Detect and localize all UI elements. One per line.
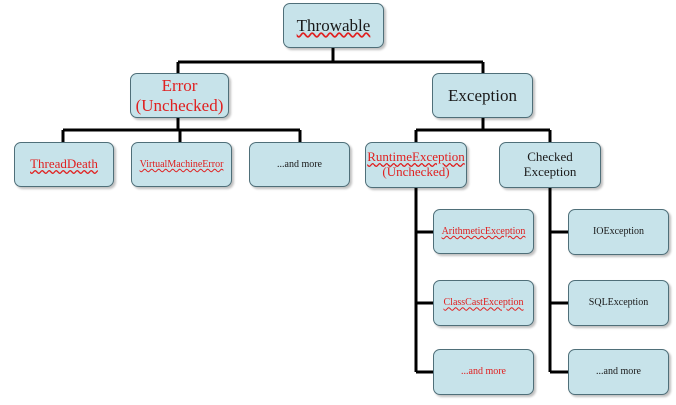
node-checked-exception-line1: Checked bbox=[527, 149, 573, 165]
node-class-cast-exception: ClassCastException bbox=[433, 280, 534, 326]
node-checked-and-more-label: ...and more bbox=[596, 366, 641, 378]
node-thread-death-label: ThreadDeath bbox=[30, 156, 98, 172]
node-io-exception: IOException bbox=[568, 209, 669, 255]
node-runtime-and-more-label: ...and more bbox=[461, 366, 506, 378]
node-throwable: Throwable bbox=[283, 3, 384, 48]
node-checked-exception-line2: Exception bbox=[523, 164, 577, 179]
node-runtime-exception-line2: (Unchecked) bbox=[382, 164, 450, 179]
node-io-exception-label: IOException bbox=[592, 226, 645, 238]
node-runtime-exception-line1: RuntimeException bbox=[367, 149, 465, 165]
node-error-line2: (Unchecked) bbox=[135, 95, 224, 115]
node-virtual-machine-error-label: VirtualMachineError bbox=[139, 158, 224, 170]
node-class-cast-exception-label: ClassCastException bbox=[443, 297, 524, 309]
node-exception: Exception bbox=[432, 73, 533, 118]
node-thread-death: ThreadDeath bbox=[14, 142, 114, 187]
node-runtime-and-more: ...and more bbox=[433, 349, 534, 395]
node-error-line1: Error bbox=[161, 75, 198, 95]
node-runtime-exception: RuntimeException (Unchecked) bbox=[365, 142, 467, 188]
node-arithmetic-exception-label: ArithmeticException bbox=[441, 225, 526, 237]
node-error-and-more-label: ...and more bbox=[277, 158, 322, 170]
node-error: Error (Unchecked) bbox=[130, 73, 229, 118]
node-sql-exception: SQLException bbox=[568, 280, 669, 326]
node-checked-exception: Checked Exception bbox=[499, 142, 601, 188]
node-sql-exception-label: SQLException bbox=[588, 297, 649, 309]
node-virtual-machine-error: VirtualMachineError bbox=[131, 142, 232, 187]
node-checked-and-more: ...and more bbox=[568, 349, 669, 395]
node-exception-label: Exception bbox=[448, 85, 517, 105]
node-arithmetic-exception: ArithmeticException bbox=[433, 209, 534, 254]
node-error-and-more: ...and more bbox=[249, 142, 350, 187]
node-throwable-label: Throwable bbox=[296, 15, 371, 35]
